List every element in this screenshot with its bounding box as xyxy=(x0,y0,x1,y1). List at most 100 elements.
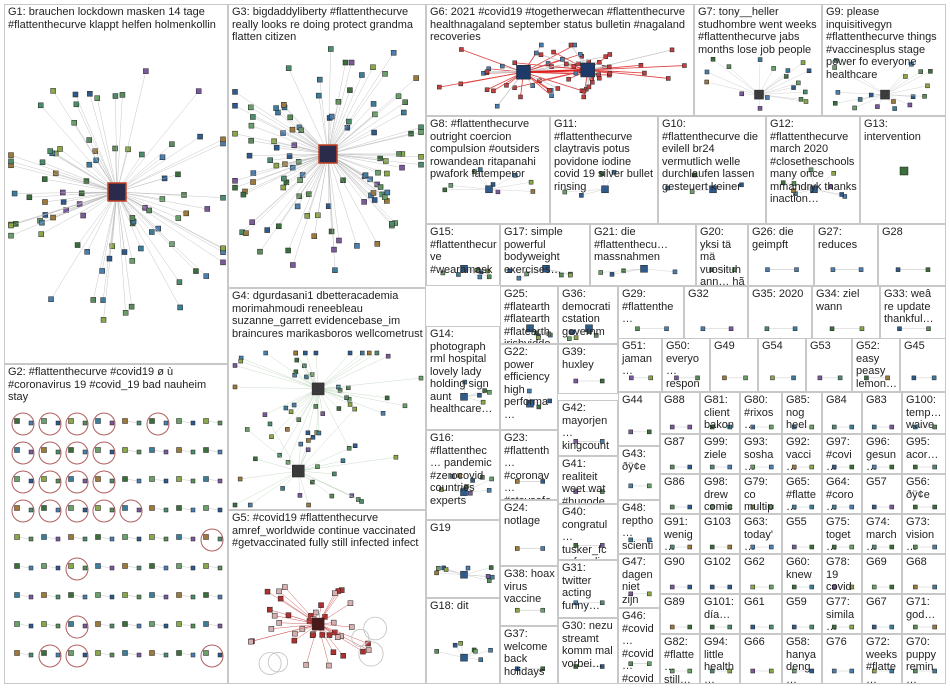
node xyxy=(802,89,808,95)
node xyxy=(540,607,546,613)
node xyxy=(401,109,407,116)
edge xyxy=(450,185,490,190)
node xyxy=(177,304,183,311)
node xyxy=(68,447,74,453)
node xyxy=(14,650,20,656)
edge xyxy=(10,161,118,193)
group-graph-g22 xyxy=(526,388,552,410)
edge xyxy=(439,71,524,88)
node xyxy=(491,88,496,94)
edge xyxy=(116,71,147,193)
group-graph-g66 xyxy=(750,668,774,674)
node xyxy=(298,441,304,447)
node xyxy=(800,60,806,65)
group-label: G66 xyxy=(744,636,765,648)
node xyxy=(190,507,196,513)
node xyxy=(628,429,634,435)
node xyxy=(750,668,756,674)
group-label: G16: #flattenthec… pandemic #zerocovid c… xyxy=(430,432,495,507)
node xyxy=(581,94,587,100)
group-graph-g87 xyxy=(669,464,693,470)
node xyxy=(413,75,419,81)
node xyxy=(514,479,520,484)
node xyxy=(868,92,874,98)
group-panel-g52: G52: easy peasy lemon… xyxy=(852,338,900,392)
node xyxy=(791,464,797,470)
node xyxy=(871,504,877,510)
group-label: G57 xyxy=(866,476,887,488)
node xyxy=(791,424,797,430)
node xyxy=(203,476,209,482)
node xyxy=(149,621,155,627)
group-panel-g80: G80: #rixos… #hear… xyxy=(740,392,782,434)
node xyxy=(109,623,115,629)
edge xyxy=(463,650,491,658)
hub-node xyxy=(460,570,468,579)
group-graph-g85 xyxy=(791,424,815,430)
node xyxy=(739,182,744,188)
node xyxy=(384,395,390,401)
node xyxy=(599,171,605,176)
edge xyxy=(240,360,319,390)
group-graph-g95 xyxy=(913,464,937,470)
node xyxy=(217,507,223,513)
node xyxy=(871,544,877,550)
group-graph-g74 xyxy=(871,544,895,550)
node xyxy=(14,563,20,569)
node xyxy=(549,93,554,98)
group-graph-g27 xyxy=(830,267,864,272)
node xyxy=(190,449,196,455)
node xyxy=(932,464,937,470)
edge xyxy=(41,191,118,235)
node xyxy=(68,621,74,627)
group-panel-g55: G55 xyxy=(782,514,822,554)
node xyxy=(68,534,74,540)
group-graph-g43 xyxy=(628,483,652,489)
edge xyxy=(587,49,673,71)
node xyxy=(839,192,844,197)
node xyxy=(361,199,367,205)
node xyxy=(55,565,61,571)
group-panel-g91: G91: wenig… xyxy=(660,514,700,554)
node xyxy=(136,507,142,513)
node xyxy=(809,544,815,550)
group-graph-g58 xyxy=(791,668,815,674)
self-loop xyxy=(11,499,35,523)
edge xyxy=(884,85,928,95)
node xyxy=(709,424,715,430)
group-label: G72: weeks #flatte… xyxy=(866,636,901,684)
group-label: G11: #flattenthecurve claytravis potus p… xyxy=(554,118,657,193)
group-panel-g75: G75: toget… xyxy=(822,514,862,554)
group-panel-g23: G23: #flattenth… #coronav… #staysafe #co… xyxy=(500,430,558,500)
node xyxy=(765,267,770,272)
group-label: G88 xyxy=(664,394,685,406)
group-panel-g97: G97: #covi… xyxy=(822,434,862,474)
node xyxy=(709,267,714,272)
node xyxy=(95,505,101,511)
edge xyxy=(234,365,319,390)
node xyxy=(303,350,308,356)
group-panel-g101: G101: día… xyxy=(700,594,740,634)
node xyxy=(849,464,855,470)
group-panel-g54: G54 xyxy=(758,338,806,392)
group-graph-g72 xyxy=(871,668,895,674)
node xyxy=(55,652,61,658)
node xyxy=(169,241,175,247)
node xyxy=(484,69,490,74)
node xyxy=(457,473,462,478)
node xyxy=(82,478,88,484)
node xyxy=(570,329,575,335)
node xyxy=(42,212,49,218)
group-graph-g50 xyxy=(674,375,700,381)
group-graph-g49 xyxy=(722,375,748,381)
node xyxy=(572,42,577,48)
node xyxy=(780,180,786,185)
edge xyxy=(234,133,329,155)
group-label: G1: brauchen lockdown masken 14 tage #fl… xyxy=(8,6,216,31)
node xyxy=(26,194,33,201)
edge xyxy=(292,153,329,266)
node xyxy=(176,621,182,627)
edge xyxy=(115,96,118,193)
node xyxy=(577,52,583,57)
node xyxy=(611,169,617,175)
